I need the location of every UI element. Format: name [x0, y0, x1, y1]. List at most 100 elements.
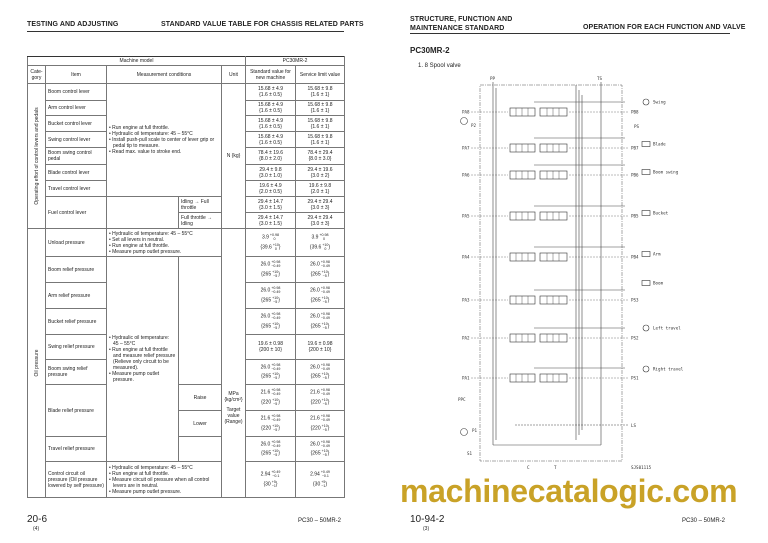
left-header-title: TESTING AND ADJUSTING [27, 21, 119, 28]
measurement-conditions: • Hydraulic oil temperature: 45 – 55°C • … [106, 256, 179, 462]
tolerance-value: 21.6+0.98−0.49 [261, 388, 281, 397]
measurement-conditions: • Run engine at full throttle.• Hydrauli… [106, 83, 222, 197]
service-limit: 29.4 ± 19.6{3.0 ± 2} [294, 164, 346, 181]
tolerance-value: 26.0+0.98−0.49 [310, 260, 330, 269]
service-limit: 78.4 ± 29.4{8.0 ± 3.0} [294, 147, 346, 165]
service-line: 15.68 ± 9.8 [307, 86, 333, 92]
condition-line: • Install push-pull scale to center of l… [109, 137, 215, 149]
ppc-label: PPC [458, 397, 466, 402]
upper-tol: +0.98 [271, 362, 281, 367]
motor-icon [642, 365, 650, 373]
left-header-section: STANDARD VALUE TABLE FOR CHASSIS RELATED… [161, 21, 364, 28]
lower-tol: 0 [324, 246, 327, 251]
port-label: PS2 [631, 336, 639, 341]
standard-line: {8.0 ± 2.0} [259, 156, 282, 162]
condition-line: • Measure pump outlet pressure. [109, 371, 160, 383]
item-label: Boom swing control pedal [48, 150, 92, 162]
standard-value: 21.6+0.98−0.49{220+10−5} [245, 384, 296, 411]
blade-raise: Raise [178, 384, 222, 411]
cylinder-icon [641, 169, 651, 175]
table-row: Swing control lever 15.68 ± 4.9{1.6 ± 0.5… [28, 131, 346, 148]
standard-line: {1.6 ± 0.5} [259, 139, 282, 146]
service-line: 15.68 ± 9.8 [307, 102, 333, 108]
standard-line: 19.6 ± 4.9 [259, 182, 282, 189]
lower-tol: −5 [273, 273, 278, 278]
item-label: Swing control lever [48, 136, 91, 143]
section-title: 1. 8 Spool valve [418, 63, 461, 69]
right-footer-model: PC30 – 50MR-2 [682, 518, 726, 524]
brace: } [327, 424, 330, 431]
value-kg: {39.6 [309, 243, 322, 250]
upper-tol: +5 [271, 479, 276, 484]
upper-tol: +0.98 [320, 388, 330, 393]
value-kg: {30 [263, 480, 271, 487]
upper-tol: +0.98 [319, 233, 329, 238]
left-page-number: 20-6 [27, 514, 48, 525]
service-limit: 19.6 ± 9.8{2.0 ± 1} [294, 180, 346, 197]
cylinder-icon [641, 251, 651, 257]
item-label: Arm control lever [48, 105, 86, 111]
tolerance-value: 21.6+0.98−0.49 [310, 388, 330, 397]
measurement-conditions: • Hydraulic oil temperature: 45 – 55°C• … [106, 461, 222, 498]
brace: } [278, 450, 280, 457]
upper-tol: +0.98 [320, 414, 330, 419]
standard-value: 26.0+0.98−0.49{265+10−5} [245, 359, 296, 385]
standard-line: 15.68 ± 4.9 [258, 133, 283, 140]
item-name: Arm relief pressure [45, 282, 107, 309]
item-name: Boom relief pressure [45, 256, 107, 283]
cylinder-icon [641, 141, 651, 147]
value-kg: {220 [261, 424, 272, 431]
value: 21.6 [310, 415, 320, 422]
item-label: Control circuit oil pressure (Oil pressu… [48, 470, 104, 489]
service-line: {3.0 ± 3} [310, 204, 330, 211]
standard-value: 26.0+0.98−0.49{265+10−5} [245, 308, 296, 335]
condition-line: • Run engine at full throttle. [109, 125, 170, 131]
service-line: {1.6 ± 1} [310, 123, 330, 130]
lower-tol: −0.1 [321, 474, 329, 479]
lower-tol: −0.49 [271, 366, 281, 371]
standard-value: 26.0+0.98−0.49{265+10−5} [245, 282, 296, 309]
actuator-label: Blade [653, 142, 666, 147]
standard-value: 21.6+0.98−0.49{220+10−5} [245, 410, 296, 437]
condition-line: • Set all levers in neutral. [109, 236, 165, 243]
sub-condition-blank [178, 436, 222, 462]
watermark: machinecatalogic.com [400, 473, 738, 509]
pilot-port-label: PA3 [462, 298, 470, 303]
port-label: PB4 [631, 255, 639, 260]
value: 3.9 [261, 234, 269, 241]
brace: } [327, 322, 330, 329]
brace: } [327, 373, 330, 380]
actuator-label: Arm [653, 252, 661, 257]
lower-tol: −1 [271, 483, 276, 488]
item-label: Blade control lever [48, 169, 90, 176]
value-kg: {265 [310, 270, 321, 277]
value-kg: {265 [310, 322, 321, 329]
left-page-revision: (4) [33, 526, 40, 532]
value-kg: {265 [261, 270, 272, 277]
condition-line: • Run engine at full throttle. [109, 470, 170, 477]
table-row: Boom relief pressure• Hydraulic oil temp… [28, 256, 346, 462]
lower-tol: −5 [273, 325, 278, 330]
tolerance-value: 26.0+0.98−0.49 [310, 440, 330, 449]
spool-section [539, 373, 568, 383]
upper-tol: +0.98 [320, 260, 330, 265]
upper-tol: +0.49 [320, 470, 330, 475]
value: 21.6 [260, 389, 271, 396]
tolerance-value: 26.0+0.98−0.49 [310, 286, 330, 295]
brace: } [278, 270, 280, 277]
spool-section [539, 333, 568, 343]
spool-section [539, 170, 568, 180]
ts-label: TS [597, 76, 603, 81]
category-oil-pressure: Oil pressure [27, 228, 46, 498]
lower-tol: 0 [322, 237, 325, 242]
condition-line: • Hydraulic oil temperature: 45 – 55°C [109, 335, 170, 347]
service-line: {200 ± 10} [308, 347, 332, 353]
lower-tol: −0.49 [320, 443, 330, 448]
standard-line: {1.6 ± 0.5} [259, 108, 282, 114]
service-limit: 15.68 ± 9.8{1.6 ± 1} [294, 83, 346, 101]
lower-tol: −0.49 [320, 418, 330, 423]
brace: } [327, 398, 330, 405]
